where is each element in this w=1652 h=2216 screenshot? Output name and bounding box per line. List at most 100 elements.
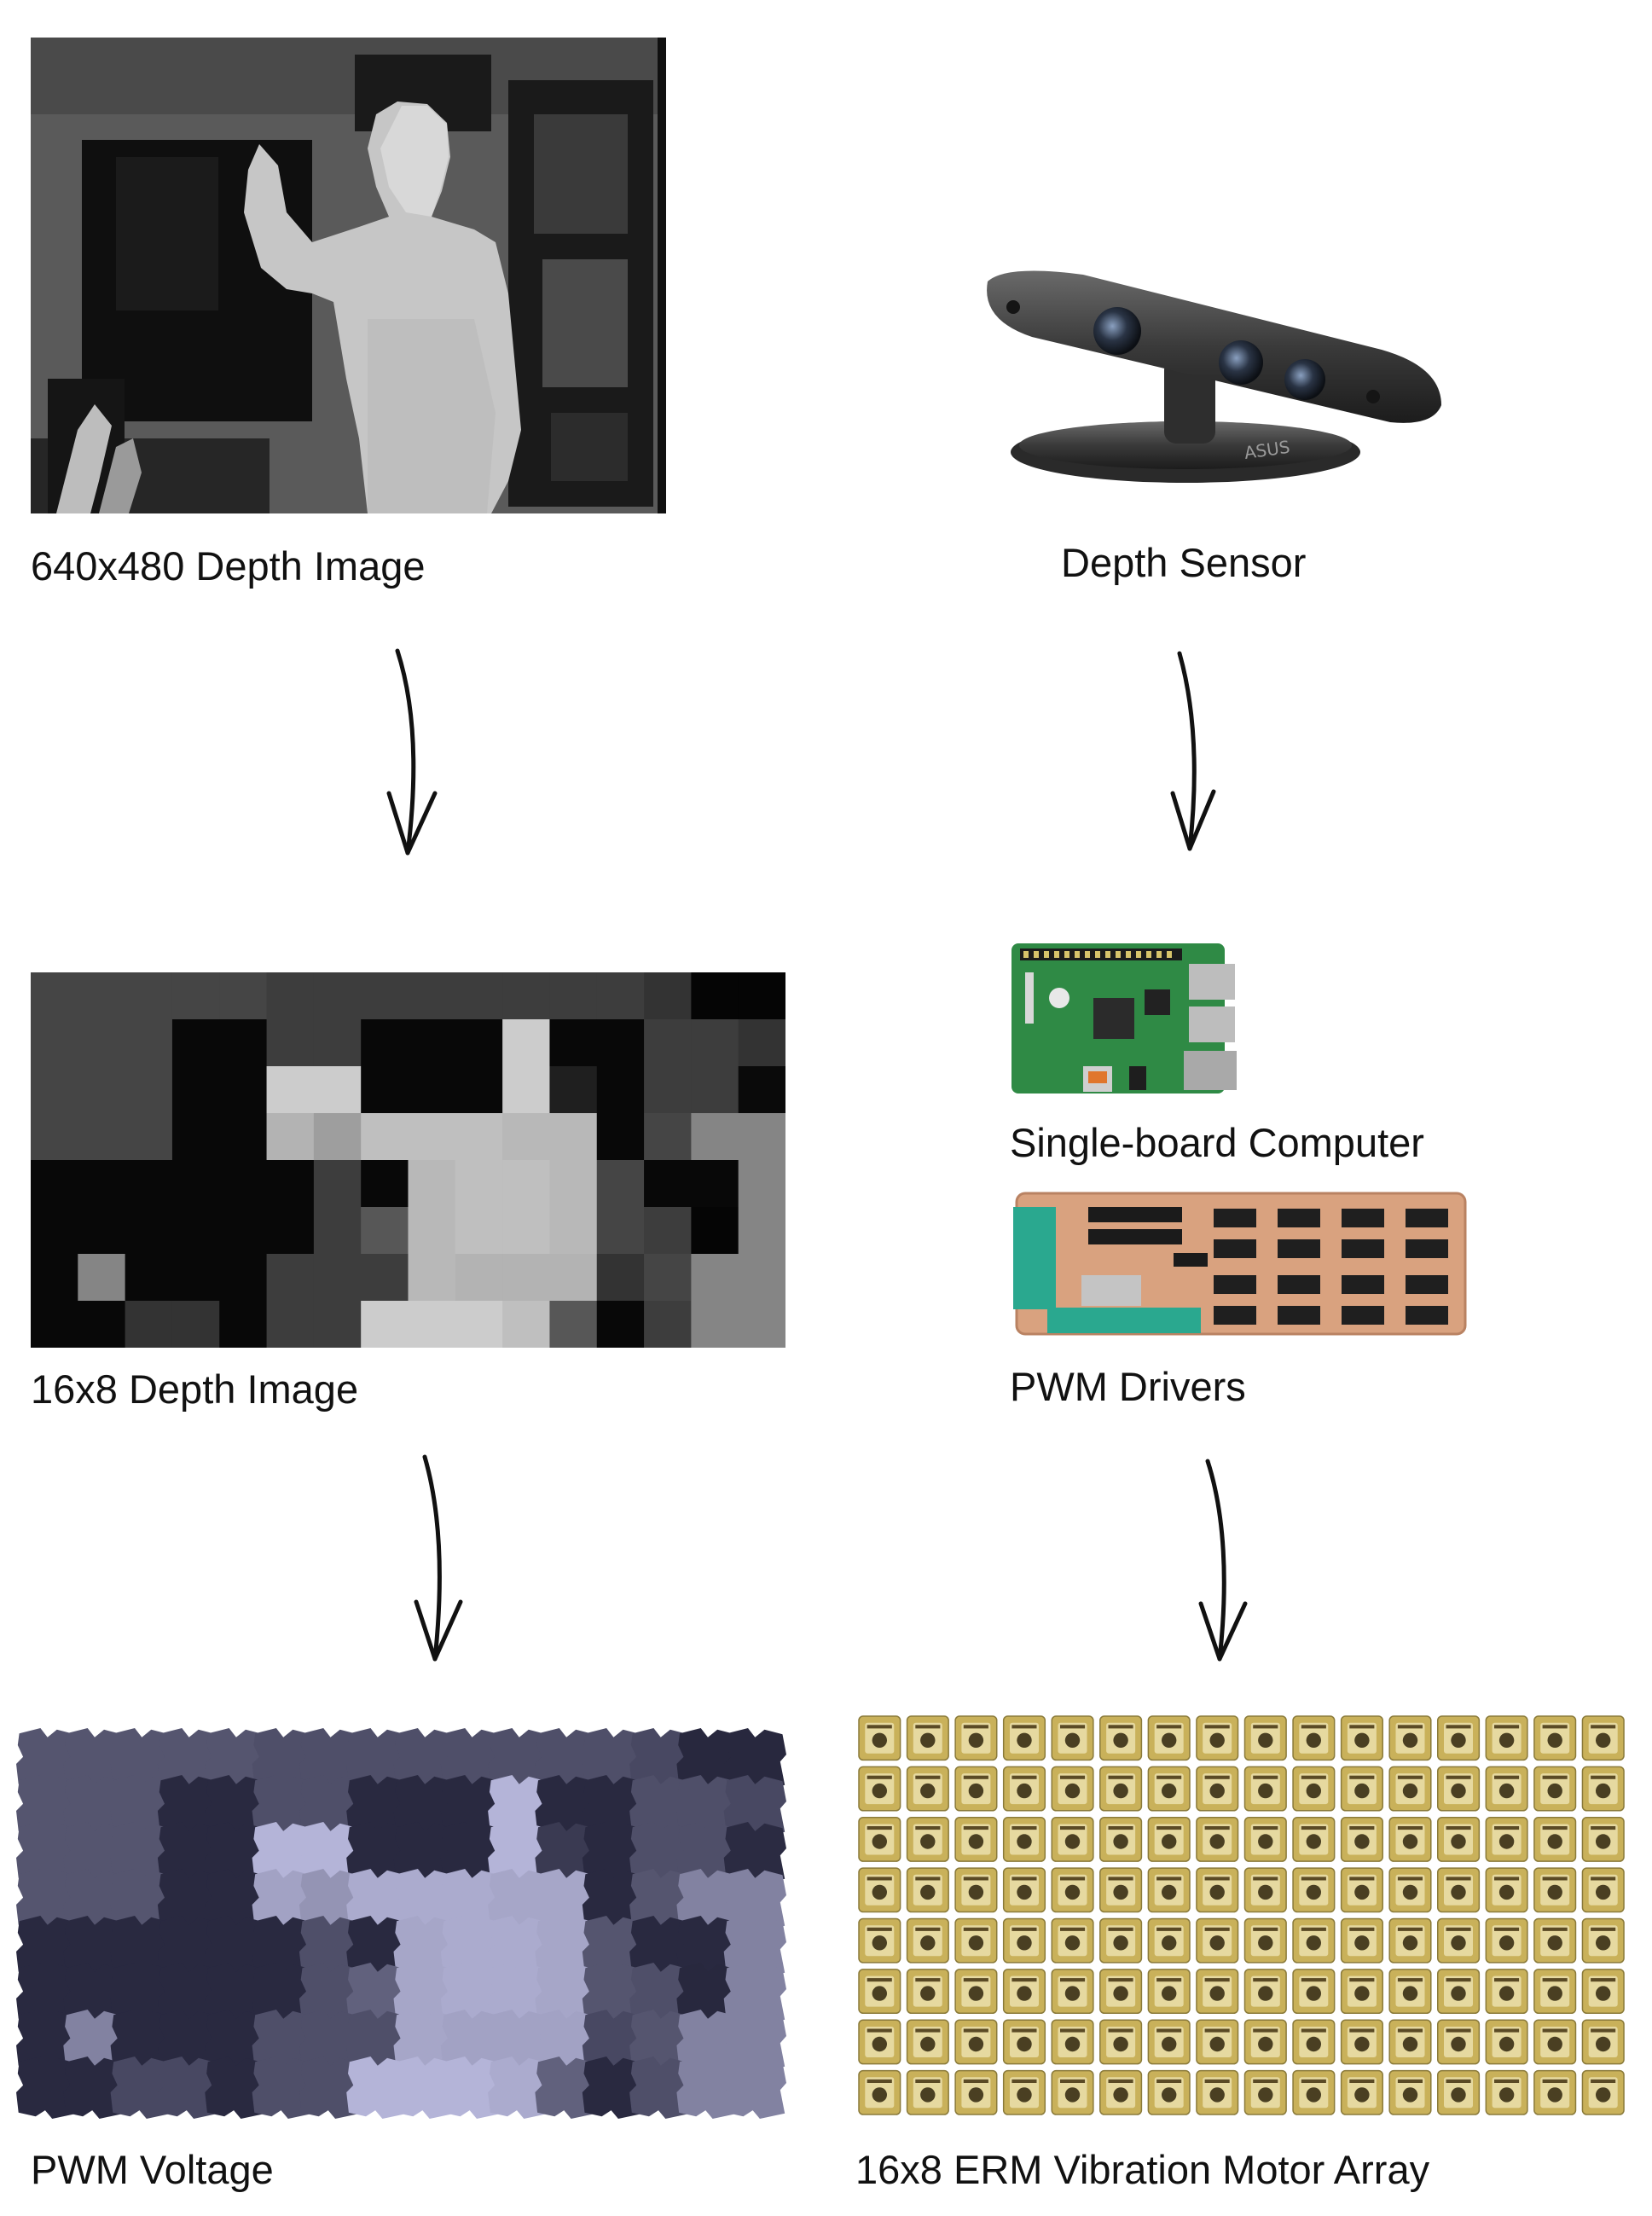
pwm-voltage-cell (393, 1916, 456, 1978)
pwm-voltage-cell (582, 1775, 646, 1837)
depth-pixel (596, 1019, 645, 1067)
vibration-motor-tile (1002, 1867, 1046, 1913)
pwm-voltage-cell (63, 1916, 126, 1978)
depth-pixel (266, 1301, 315, 1348)
pwm-voltage-cell (205, 1728, 268, 1790)
vibration-motor-tile (1243, 2019, 1287, 2065)
vibration-motor-tile (1485, 2019, 1528, 2065)
vibration-motor-tile (1196, 1917, 1239, 1964)
depth-pixel (502, 1113, 551, 1161)
vibration-motor-tile (1533, 1917, 1577, 1964)
vibration-motor-tile (1340, 1766, 1383, 1812)
depth-pixel (691, 1160, 739, 1208)
pwm-voltage-cell (723, 1869, 786, 1931)
vibration-motor-tile (1099, 1917, 1143, 1964)
vibration-motor-tile (1002, 1817, 1046, 1862)
vibration-motor-tile (1051, 1917, 1094, 1964)
depth-pixel (266, 1254, 315, 1302)
pwm-voltage-cell (346, 1728, 409, 1790)
depth-pixel (408, 1207, 456, 1255)
depth-pixel (78, 1113, 126, 1161)
pwm-voltage-cell (488, 1822, 551, 1884)
vibration-motor-tile (1099, 1766, 1143, 1812)
pwm-voltage-cell (16, 1728, 79, 1790)
depth-pixel (78, 1066, 126, 1114)
pwm-voltage-cell (252, 2056, 315, 2119)
pwm-voltage-cell (252, 1869, 315, 1931)
depth-pixel (171, 1301, 220, 1348)
depth-pixel (125, 1113, 173, 1161)
pwm-voltage-cell (582, 1822, 646, 1884)
vibration-motor-tile (1437, 1917, 1481, 1964)
depth-pixel (549, 1207, 598, 1255)
vibration-motor-tile (1002, 1917, 1046, 1964)
pwm-voltage-cell (723, 1822, 786, 1884)
depth-pixel (549, 1019, 598, 1067)
vibration-motor-tile (1292, 2019, 1336, 2065)
depth-pixel (691, 1254, 739, 1302)
depth-pixel (549, 1301, 598, 1348)
arrow-down-icon (1198, 1459, 1248, 1662)
depth-pixel (644, 1207, 692, 1255)
depth-pixel (361, 1066, 409, 1114)
depth-pixel (502, 1160, 551, 1208)
vibration-motor-tile (1051, 1817, 1094, 1862)
vibration-motor-tile (1243, 1867, 1287, 1913)
pwm-voltage-cell (723, 1728, 786, 1790)
depth-pixel (738, 1160, 785, 1208)
depth-pixel (549, 1113, 598, 1161)
pwm-voltage-cell (393, 2010, 456, 2072)
pwm-voltage-cell (488, 2010, 551, 2072)
pwm-voltage-cell (440, 1963, 504, 2025)
pwm-voltage-cell (676, 1916, 739, 1978)
pwm-voltage-cell (629, 1963, 693, 2025)
pwm-voltage-cell (346, 2056, 409, 2119)
depth-pixel (361, 1254, 409, 1302)
pwm-voltage-cell (252, 2010, 315, 2072)
pwm-voltage-cell (440, 1822, 504, 1884)
depth-pixel (408, 1019, 456, 1067)
depth-pixel (78, 1207, 126, 1255)
depth-pixel (125, 1254, 173, 1302)
vibration-motor-tile (1147, 1817, 1191, 1862)
vibration-motor-tile (1196, 1867, 1239, 1913)
vibration-motor-tile (1581, 1917, 1625, 1964)
depth-pixel (455, 1254, 503, 1302)
vibration-motor-tile (954, 1817, 998, 1862)
vibration-motor-tile (954, 2069, 998, 2115)
arrow-down-icon (386, 648, 438, 856)
pwm-voltage-cell (393, 2056, 456, 2119)
vibration-motor-tile (1437, 1715, 1481, 1761)
pwm-voltage-cell (157, 1775, 221, 1837)
pwm-voltage-cell (393, 1963, 456, 2025)
vibration-motor-tile (1099, 1715, 1143, 1761)
pwm-voltage-cell (157, 1728, 221, 1790)
vibration-motor-tile (1340, 2069, 1383, 2115)
depth-pixel (596, 1113, 645, 1161)
depth-pixel (455, 1301, 503, 1348)
pwm-voltage-cell (63, 2010, 126, 2072)
vibration-motor-tile (906, 1766, 949, 1812)
pwm-voltage-cell (393, 1869, 456, 1931)
depth-pixel (738, 1113, 785, 1161)
label-depth-image-full: 640x480 Depth Image (31, 543, 426, 589)
vibration-motor-tile (1292, 1715, 1336, 1761)
vibration-motor-tile (1437, 2019, 1481, 2065)
pwm-voltage-cell (205, 1916, 268, 1978)
vibration-motor-tile (1002, 2019, 1046, 2065)
depth-pixel (78, 972, 126, 1020)
vibration-motor-tile (1581, 1969, 1625, 2015)
vibration-motor-tile (1002, 1969, 1046, 2015)
depth-pixel (313, 1207, 362, 1255)
pwm-voltage-cell (252, 1822, 315, 1884)
depth-pixel (266, 1207, 315, 1255)
pwm-voltage-cell (346, 2010, 409, 2072)
vibration-motor-tile (1485, 1969, 1528, 2015)
vibration-motor-tile (1388, 1969, 1432, 2015)
depth-pixel (313, 1301, 362, 1348)
vibration-motor-tile (858, 1867, 901, 1913)
depth-pixel (361, 1019, 409, 1067)
pwm-voltage-cell (488, 1775, 551, 1837)
vibration-motor-tile (1002, 2069, 1046, 2115)
depth-image-full (31, 38, 666, 513)
